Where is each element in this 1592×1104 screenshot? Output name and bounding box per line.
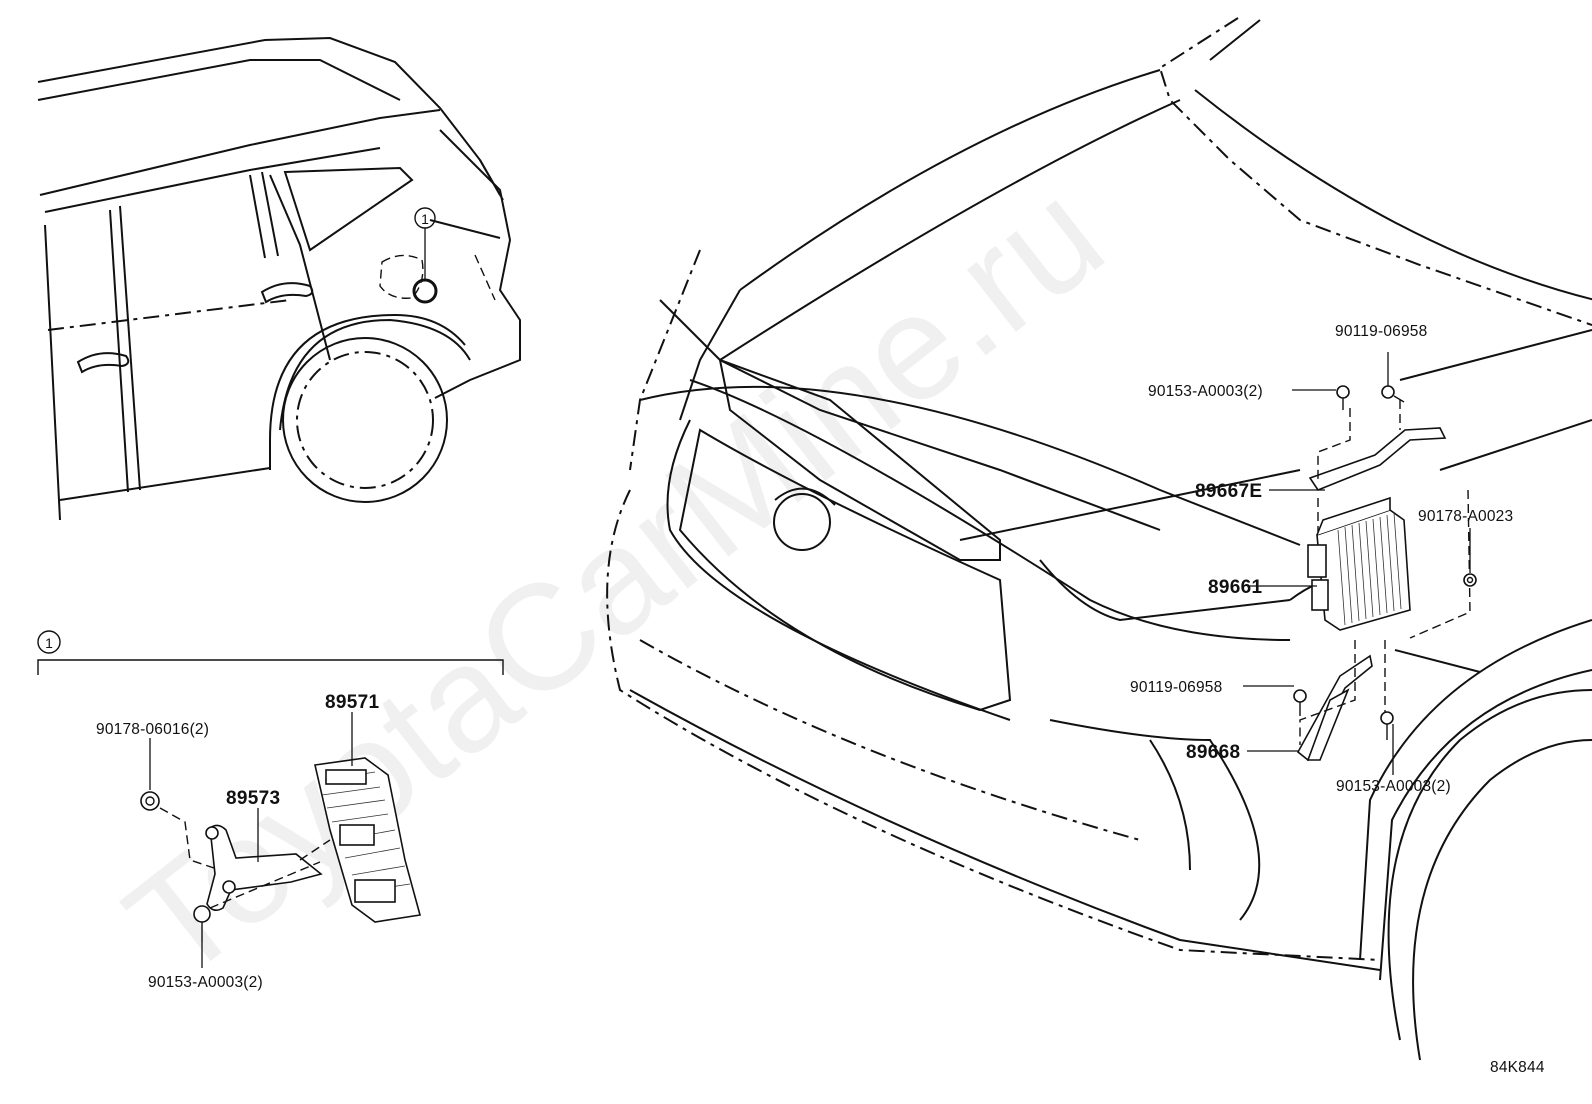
label-89571: 89571 [325,692,379,713]
vehicle-rear-view: 1 [37,36,521,521]
part-labels: 90119-06958 90153-A0003(2) 89667E 90178-… [96,323,1545,1076]
module-89571 [314,757,422,923]
label-89661: 89661 [1208,577,1262,598]
callout-marker-bottom: 1 [45,635,53,651]
vehicle-front-view [606,17,1592,1061]
bolt-icon [1293,689,1307,716]
label-90153-a0003-bottom: 90153-A0003(2) [148,974,263,991]
location-marker [412,278,438,304]
bolt-icon [1381,385,1405,403]
label-90178-a0023: 90178-A0023 [1418,508,1513,525]
nut-icon [140,791,160,811]
label-89668: 89668 [1186,742,1240,763]
label-90119-06958-top: 90119-06958 [1335,323,1427,340]
bracket-89573 [206,824,323,912]
nut-icon [1463,573,1477,587]
callout-marker-top: 1 [421,211,429,227]
bolt-icon [193,905,211,942]
label-90153-a0003-top: 90153-A0003(2) [1148,383,1263,400]
ecu-assembly [1243,352,1477,775]
label-90153-a0003-right: 90153-A0003(2) [1336,778,1451,795]
bracket-89667e [1308,427,1447,491]
diagram-code: 84K844 [1490,1059,1545,1076]
label-90119-06958-mid: 90119-06958 [1130,679,1222,696]
subassembly-group-1: 1 [37,630,504,968]
label-89573: 89573 [226,788,280,809]
bolt-icon [1336,385,1350,410]
bolt-icon [1380,711,1394,740]
ecu-89661 [1307,496,1411,631]
label-89667e: 89667E [1195,481,1262,502]
label-90178-06016: 90178-06016(2) [96,721,209,738]
